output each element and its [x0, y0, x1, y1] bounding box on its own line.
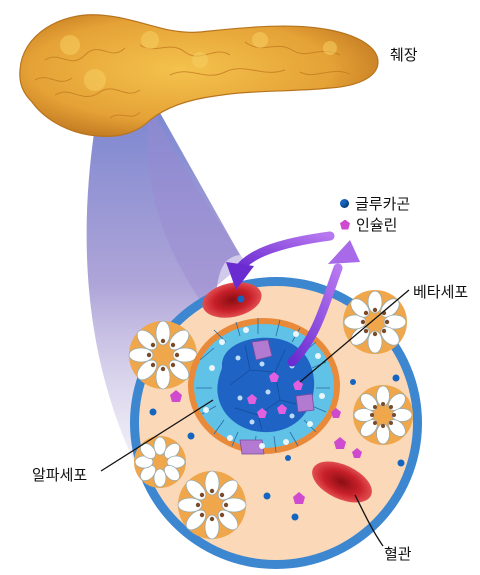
legend-insulin: 인슐린 [340, 214, 397, 235]
pink-pentagon-icon [340, 219, 350, 230]
red-blood-cell [202, 282, 262, 318]
glucagon-molecules [149, 295, 405, 521]
islet-magnified-view [128, 277, 422, 569]
pancreas-organ [19, 14, 379, 137]
blue-dot-icon [340, 199, 349, 208]
beta-cell-label: 베타세포 [413, 283, 469, 301]
red-blood-cell [312, 461, 372, 503]
legend-glucagon-label: 글루카곤 [355, 195, 411, 213]
secretion-arrows [226, 231, 360, 367]
alpha-cell-label: 알파세포 [32, 466, 88, 484]
acinus-clusters [128, 290, 413, 540]
alpha-cell-leader [100, 399, 214, 472]
blood-vessel-label: 혈관 [384, 545, 412, 563]
beta-cell-leader [299, 289, 410, 383]
legend-glucagon: 글루카곤 [340, 193, 410, 214]
legend-insulin-label: 인슐린 [356, 216, 398, 234]
pancreas-label: 췌장 [390, 46, 418, 64]
blood-vessel-leader [354, 494, 384, 547]
insulin-molecules [170, 390, 362, 504]
islet-of-langerhans [188, 318, 340, 455]
